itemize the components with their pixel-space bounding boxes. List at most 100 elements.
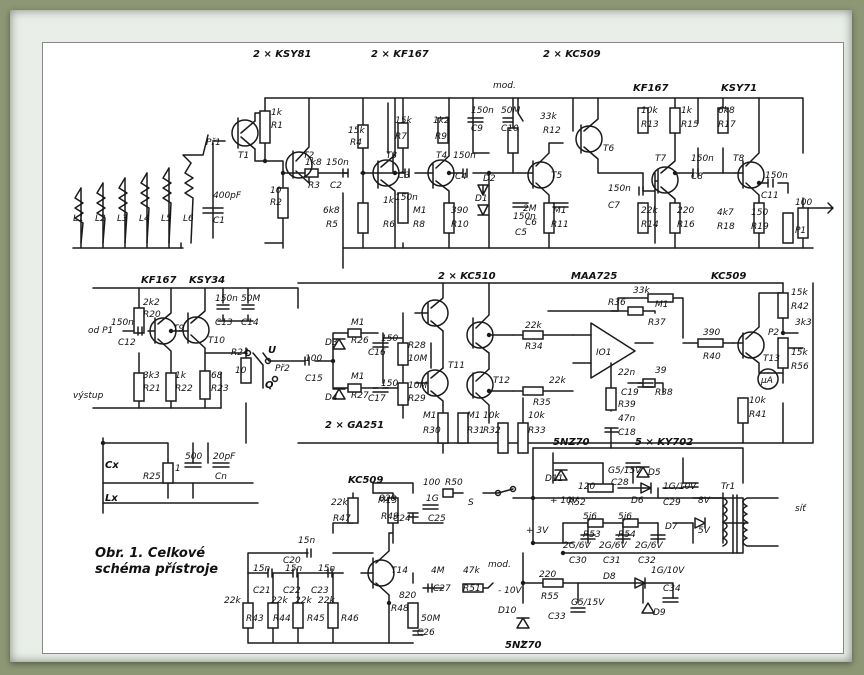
- part-r23v: 68: [211, 371, 223, 381]
- part-r35: R35: [533, 398, 551, 408]
- label-kc509-t13: KC509: [711, 271, 746, 282]
- part-c9: C9: [471, 124, 483, 134]
- part-c25: C25: [428, 514, 446, 524]
- part-r51: R51: [463, 584, 481, 594]
- part-r1v: 1k: [271, 108, 283, 118]
- part-r27: R27: [351, 391, 369, 401]
- part-r40: R40: [703, 352, 721, 362]
- part-c19: C19: [621, 388, 639, 398]
- label-5xky702: 5 × KY702: [635, 437, 693, 448]
- part-d6: D6: [631, 496, 644, 506]
- label-pr1: Př1: [206, 138, 221, 148]
- part-r29: R29: [408, 394, 426, 404]
- label-5nz70-top: 5NZ70: [553, 437, 590, 448]
- part-r43v: 22k: [224, 596, 241, 606]
- part-c34v: 1G/10V: [651, 566, 685, 576]
- part-c20: C20: [283, 556, 301, 566]
- part-r37v: M1: [655, 300, 669, 310]
- part-r24: R24: [231, 348, 249, 358]
- part-c16v: 150: [381, 334, 398, 344]
- part-r5: R5: [326, 220, 338, 230]
- part-t2: T2: [303, 151, 314, 161]
- part-r26v: M1: [351, 318, 365, 328]
- part-c33: C33: [548, 612, 566, 622]
- inductors: [74, 162, 194, 244]
- part-t9: T9: [173, 324, 184, 334]
- label-io1: IO1: [596, 348, 611, 358]
- part-c28: C28: [611, 478, 629, 488]
- part-t3: T3: [386, 151, 397, 161]
- part-t11: T11: [448, 361, 465, 371]
- part-r31: R31: [467, 426, 485, 436]
- schematic-paper: 2 × KSY81 2 × KF167 2 × KC509 KF167 KSY7…: [42, 42, 844, 654]
- part-r53v: 5j6: [583, 512, 597, 522]
- part-c8: C8: [691, 172, 703, 182]
- part-r18v: 4k7: [717, 208, 734, 218]
- part-r4v: 15k: [348, 126, 365, 136]
- label-kc509-t14: KC509: [348, 475, 383, 486]
- part-c5: C5: [515, 228, 527, 238]
- label-minus10v: - 10V: [498, 586, 523, 596]
- part-l5: L5: [161, 214, 172, 224]
- part-c23v: 15n: [318, 564, 335, 574]
- part-c29v: 1G/10V: [663, 482, 697, 492]
- part-r47: R47: [333, 514, 351, 524]
- part-r38: R38: [655, 388, 673, 398]
- part-r53: R53: [583, 530, 601, 540]
- part-r6v: 1k: [383, 196, 395, 206]
- part-p2v: 3k3: [795, 318, 812, 328]
- label-od-p1: od P1: [88, 326, 113, 336]
- part-r35v: 22k: [549, 376, 566, 386]
- label-lx: Lx: [105, 493, 118, 504]
- part-r46v: 22k: [318, 596, 335, 606]
- label-microamp-meter: μA: [760, 376, 773, 386]
- part-c12v: 150n: [111, 318, 134, 328]
- part-c7: C7: [608, 201, 620, 211]
- label-8v: 8V: [698, 496, 711, 506]
- part-c30v: 2G/6V: [563, 541, 591, 551]
- part-r17v: 6k8: [718, 106, 735, 116]
- part-r10v: 390: [451, 206, 468, 216]
- part-d8: D8: [603, 572, 616, 582]
- part-c28v: G5/15V: [608, 466, 642, 476]
- label-plus10v: + 10V: [550, 496, 579, 506]
- part-c18v: 47n: [618, 414, 635, 424]
- part-r33v: 10k: [528, 411, 545, 421]
- part-c1: C1: [213, 216, 225, 226]
- part-l4: L4: [139, 214, 150, 224]
- label-kf167-t9: KF167: [141, 275, 176, 286]
- part-r54v: 5j6: [618, 512, 632, 522]
- part-r49v: 820: [379, 494, 396, 504]
- part-r41v: 10k: [749, 396, 766, 406]
- part-r55v: 220: [539, 570, 556, 580]
- part-r40v: 390: [703, 328, 720, 338]
- op-amp-io1: [590, 322, 636, 379]
- label-maa725: MAA725: [571, 271, 617, 282]
- part-c25v: 1G: [426, 494, 439, 504]
- part-r24v: 10: [235, 366, 247, 376]
- part-r28v: 10M: [408, 354, 427, 364]
- label-u: U: [268, 345, 276, 356]
- caption-line2: schéma přístroje: [95, 562, 218, 577]
- part-l6: L6: [183, 214, 194, 224]
- part-d1: D1: [475, 194, 488, 204]
- part-c34: C34: [663, 584, 681, 594]
- part-d3: D3: [325, 338, 338, 348]
- part-r20: R20: [143, 310, 161, 320]
- part-d10: D10: [498, 606, 517, 616]
- part-r52: R52: [568, 498, 586, 508]
- part-r38v: 39: [655, 366, 667, 376]
- part-r8v: M1: [413, 206, 427, 216]
- diodes: [332, 184, 706, 629]
- part-c18: C18: [618, 428, 636, 438]
- part-r25: R25: [143, 472, 161, 482]
- label-vystup: výstup: [73, 391, 104, 401]
- part-c500: 500: [185, 452, 202, 462]
- part-r6: R6: [383, 220, 395, 230]
- part-c3v: 150n: [395, 193, 418, 203]
- label-2xksy81: 2 × KSY81: [253, 49, 311, 60]
- part-c16: C16: [368, 348, 386, 358]
- part-r9v: 1k2: [433, 116, 450, 126]
- part-r3v: 1k8: [305, 158, 322, 168]
- part-r25v: 1: [175, 464, 181, 474]
